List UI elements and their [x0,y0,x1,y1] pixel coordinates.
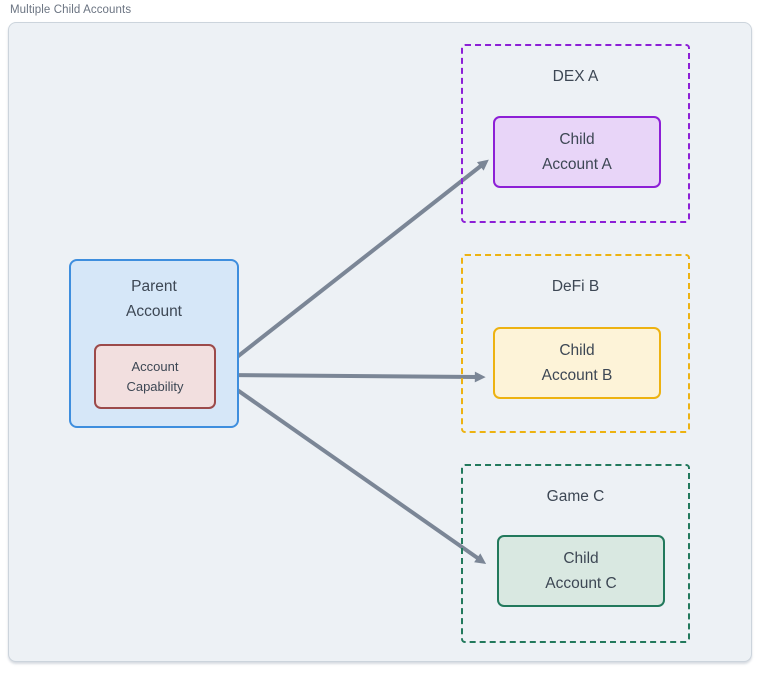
group-dex-a: DEX A [461,44,690,223]
child-account-b-node: Child Account B [493,327,661,399]
child-account-c-node: Child Account C [497,535,665,607]
group-game-c-label: Game C [546,488,605,505]
group-defi-b-label: DeFi B [551,278,600,295]
diagram-title: Multiple Child Accounts [10,4,132,16]
arrow-parent-to-child-b [223,371,486,383]
arrow-parent-to-child-c [221,378,487,564]
parent-account-label: Parent Account [125,278,182,320]
group-defi-b: DeFi B [461,254,690,433]
child-account-a-node: Child Account A [493,116,661,188]
group-dex-a-label: DEX A [552,68,599,85]
arrow-parent-to-child-a [221,159,489,370]
diagram-canvas: Parent Account Account Capability DEX A … [8,22,752,662]
group-game-c: Game C [461,464,690,643]
account-capability-node: Account Capability [94,344,216,409]
